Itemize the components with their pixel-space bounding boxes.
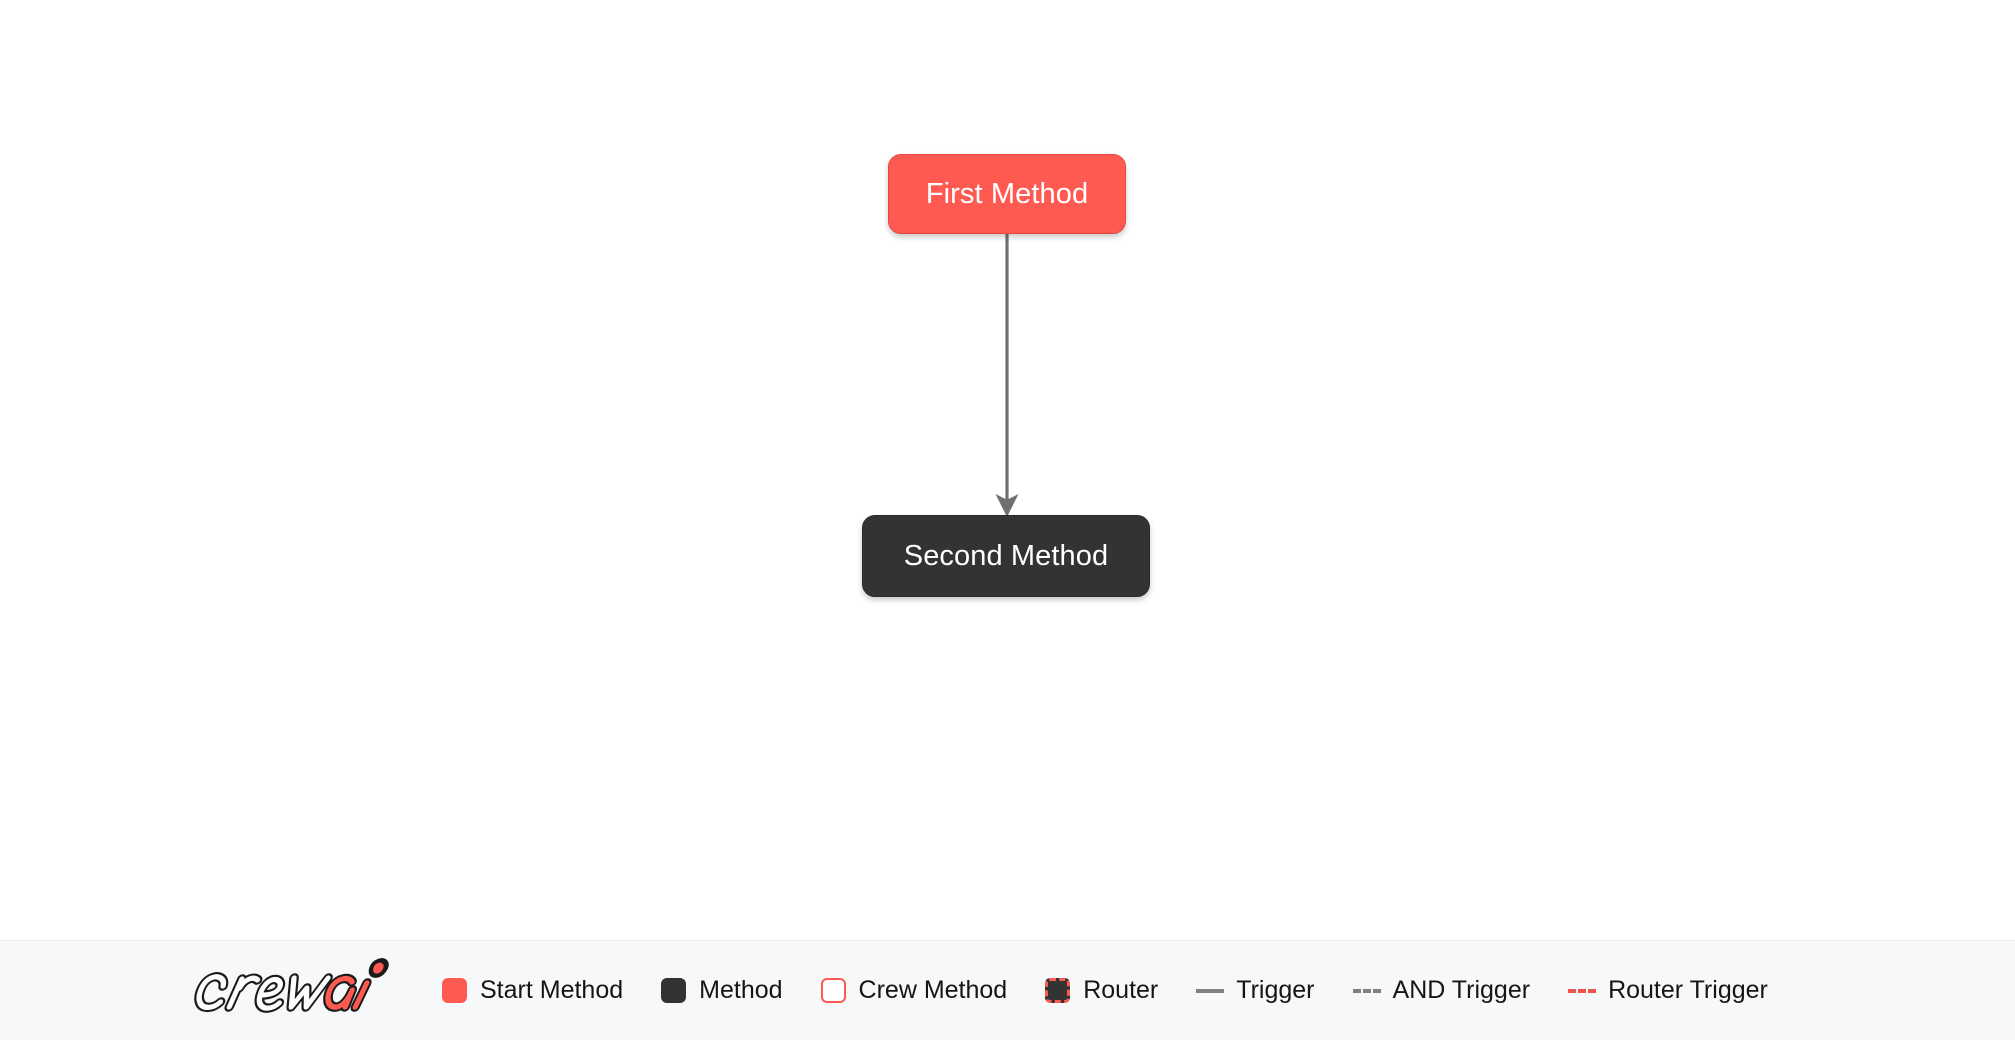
legend-label: Router: [1083, 976, 1159, 1004]
legend-item-router: Router: [1045, 976, 1158, 1005]
flow-node-second-method[interactable]: Second Method: [862, 515, 1150, 597]
trigger-line-icon: [1196, 988, 1225, 993]
router-trigger-line-icon: [1568, 988, 1597, 993]
legend-items: Start Method Method Crew Method Router T…: [442, 976, 1768, 1005]
flow-node-label: Second Method: [903, 539, 1109, 572]
legend-item-router-trigger: Router Trigger: [1568, 976, 1768, 1005]
legend-label: Trigger: [1236, 976, 1315, 1004]
crew-method-swatch-icon: [820, 978, 846, 1003]
and-trigger-line-icon: [1352, 988, 1381, 993]
router-swatch-icon: [1045, 978, 1071, 1003]
legend-label: Method: [699, 976, 783, 1004]
legend-label: Router Trigger: [1608, 976, 1768, 1004]
method-swatch-icon: [661, 978, 687, 1003]
legend-item-trigger: Trigger: [1196, 976, 1315, 1005]
flow-canvas[interactable]: First Method Second Method: [0, 0, 2015, 940]
legend-item-method: Method: [661, 976, 783, 1005]
legend-label: Crew Method: [858, 976, 1008, 1004]
edge-layer: [995, 234, 1019, 517]
crewai-logo: [194, 957, 389, 1013]
legend-label: AND Trigger: [1392, 976, 1531, 1004]
legend-bar: Start Method Method Crew Method Router T…: [0, 940, 2015, 1040]
legend-item-and-trigger: AND Trigger: [1352, 976, 1531, 1005]
legend-item-crew-method: Crew Method: [820, 976, 1008, 1005]
legend-label: Start Method: [480, 976, 624, 1004]
flow-node-first-method[interactable]: First Method: [888, 154, 1126, 234]
legend-item-start-method: Start Method: [442, 976, 623, 1005]
start-method-swatch-icon: [442, 978, 467, 1003]
flow-node-label: First Method: [925, 177, 1089, 210]
